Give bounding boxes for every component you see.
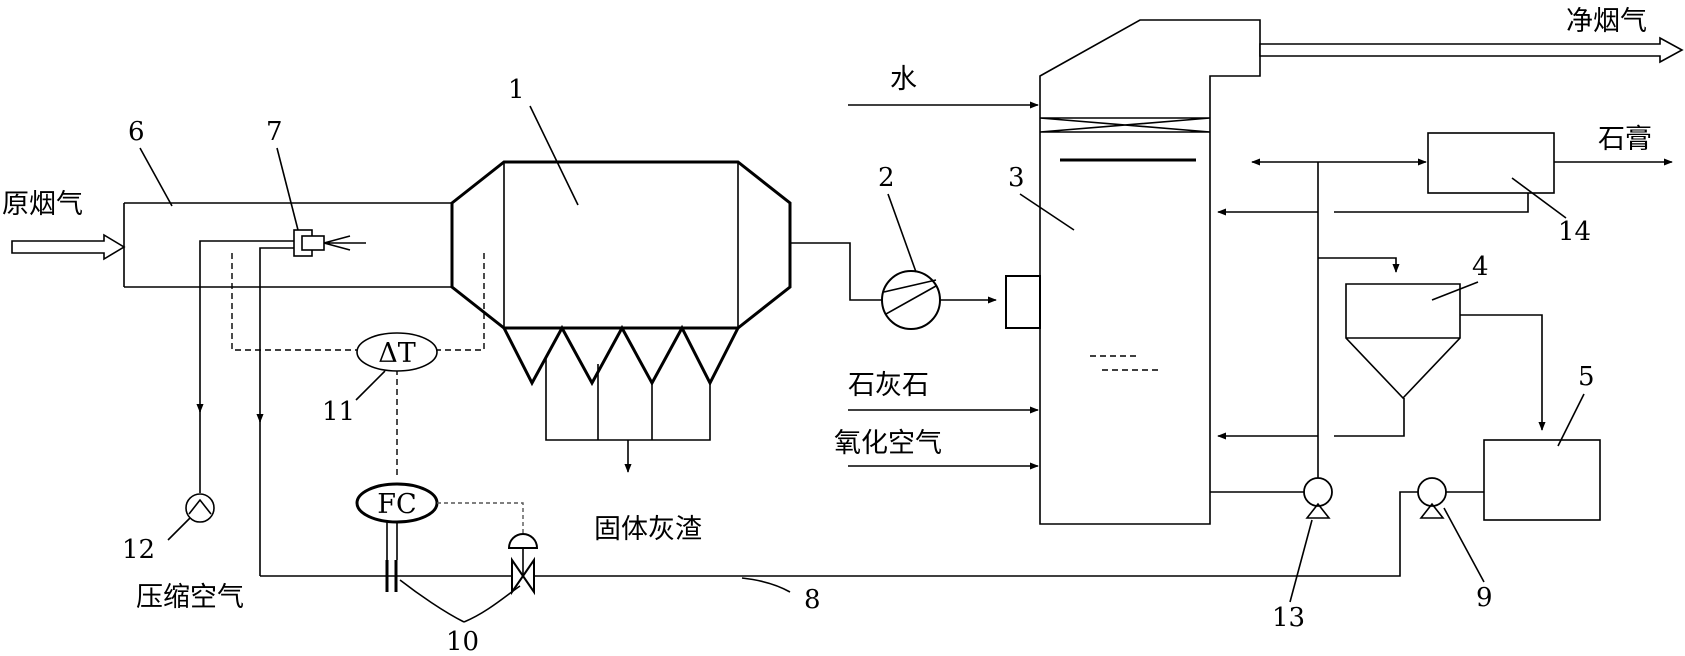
limestone-label: 石灰石 <box>848 370 929 401</box>
callout-9: 9 <box>1476 583 1493 613</box>
leader-9 <box>1443 507 1485 583</box>
callout-14: 14 <box>1558 217 1591 247</box>
leader-12 <box>167 517 191 541</box>
callout-11: 11 <box>322 397 355 427</box>
callout-8: 8 <box>804 585 821 615</box>
raw-flue-gas-label: 原烟气 <box>2 189 83 220</box>
water-label: 水 <box>890 64 917 95</box>
leader-14 <box>1511 177 1567 219</box>
slurry-pump-9 <box>1417 477 1484 519</box>
leader-1 <box>529 105 579 206</box>
injector-7 <box>293 229 366 257</box>
leader-4 <box>1431 281 1479 301</box>
slurry-line-8 <box>256 247 1418 577</box>
compressor-pump-12 <box>185 493 215 523</box>
slurry-tank-5 <box>1483 439 1601 521</box>
flow-controller-fc: FC <box>355 482 524 560</box>
leader-5 <box>1557 393 1585 447</box>
oxidation-air-label: 氧化空气 <box>834 428 942 459</box>
compressed-air-line <box>196 240 294 493</box>
callout-10: 10 <box>446 627 479 656</box>
absorber-tower-3 <box>1039 19 1261 525</box>
leader-2 <box>887 193 917 273</box>
leader-7 <box>276 147 299 231</box>
leader-10 <box>399 579 521 623</box>
recirculation-lines <box>1210 158 1529 493</box>
fc-label: FC <box>377 489 416 520</box>
solid-ash-label: 固体灰渣 <box>594 514 702 545</box>
leader-8 <box>741 577 791 593</box>
callout-6: 6 <box>128 117 145 147</box>
circulation-pump-13 <box>1303 477 1333 519</box>
gypsum-unit-14 <box>1427 132 1673 194</box>
clean-flue-gas-outlet <box>1259 36 1684 64</box>
flow-orifice <box>385 520 398 592</box>
precipitator-1 <box>450 160 792 473</box>
compressed-air-label: 压缩空气 <box>136 582 244 613</box>
control-valve <box>507 533 539 596</box>
callout-13: 13 <box>1272 603 1305 633</box>
hydrocyclone-4 <box>1345 283 1546 431</box>
callout-7: 7 <box>266 117 283 147</box>
raw-flue-gas-arrow <box>11 233 126 261</box>
delta-t-label: ΔT <box>378 338 416 369</box>
flue-duct-6 <box>123 202 452 288</box>
callout-12: 12 <box>122 535 155 565</box>
callout-2: 2 <box>878 163 895 193</box>
delta-t-instrument-11: ΔT <box>356 332 438 372</box>
clean-flue-gas-label: 净烟气 <box>1566 6 1647 37</box>
booster-fan-2 <box>790 242 1041 330</box>
callout-4: 4 <box>1472 252 1489 282</box>
callout-1: 1 <box>508 75 525 105</box>
leader-3 <box>1019 193 1075 231</box>
callout-5: 5 <box>1578 362 1595 392</box>
leader-13 <box>1289 519 1313 603</box>
leader-6 <box>139 147 173 207</box>
callout-3: 3 <box>1008 163 1025 193</box>
gypsum-label: 石膏 <box>1598 124 1652 155</box>
leader-11 <box>355 370 386 401</box>
